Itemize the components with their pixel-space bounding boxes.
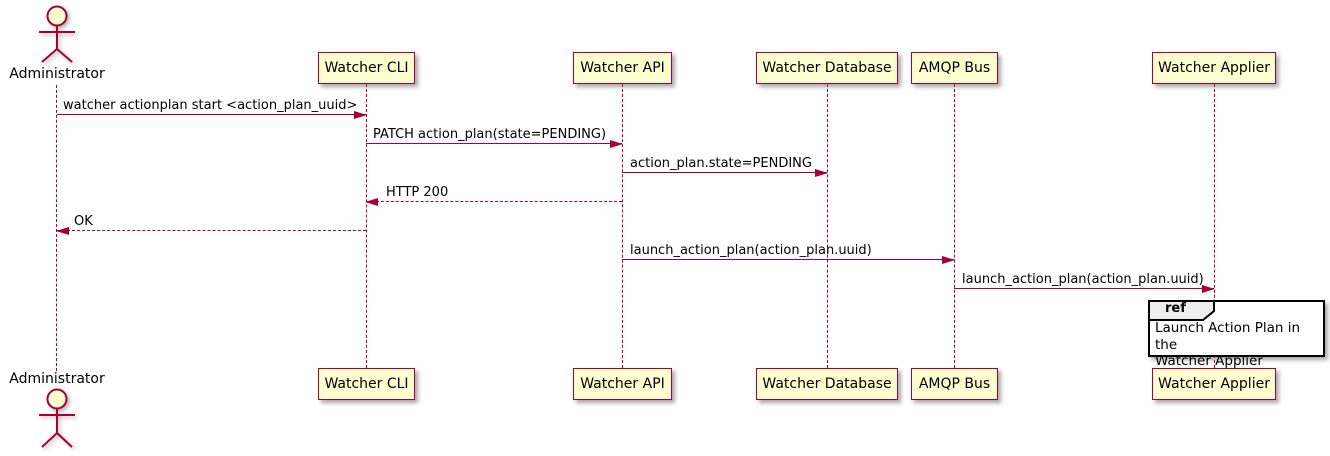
participant-watcher-api-top: Watcher API [573,52,672,84]
message-label: OK [74,213,93,229]
message-launch-action-plan-amqp: launch_action_plan(action_plan.uuid) [954,271,1215,294]
message-line [366,201,622,202]
message-label: launch_action_plan(action_plan.uuid) [630,242,872,258]
message-action-plan-state: action_plan.state=PENDING [622,155,828,178]
participant-watcher-applier-top: Watcher Applier [1152,52,1276,84]
arrowhead-right-icon [942,256,955,265]
participant-label: AMQP Bus [918,376,991,392]
lifeline-watcher-cli [366,84,367,368]
ref-fragment: ref Launch Action Plan in the Watcher Ap… [1148,300,1325,369]
participant-watcher-api-bottom: Watcher API [573,368,672,400]
participant-label: AMQP Bus [918,60,991,76]
participant-label: Watcher CLI [324,60,409,76]
lifeline-amqp-bus [954,84,955,368]
participant-watcher-database-bottom: Watcher Database [756,368,898,400]
lifeline-watcher-applier [1214,84,1215,368]
message-line [57,230,366,231]
actor-label-administrator-bottom: Administrator [9,371,105,387]
arrowhead-right-icon [815,169,828,178]
participant-watcher-cli-bottom: Watcher CLI [318,368,415,400]
participant-label: Watcher Database [762,376,892,392]
participant-amqp-bus-top: AMQP Bus [911,52,998,84]
participant-label: Watcher CLI [324,376,409,392]
message-patch-action-plan: PATCH action_plan(state=PENDING) [366,126,623,149]
message-line [954,288,1214,289]
ref-pentagon-icon [1148,300,1215,321]
actor-figure-icon [39,5,75,63]
arrowhead-right-icon [1202,285,1215,294]
participant-watcher-applier-bottom: Watcher Applier [1152,368,1276,400]
participant-label: Watcher Database [762,60,892,76]
message-ok: OK [56,213,366,236]
arrowhead-left-icon [56,227,69,236]
ref-text-line: Watcher Applier [1155,353,1263,369]
lifeline-watcher-database [827,84,828,368]
message-label: PATCH action_plan(state=PENDING) [373,126,607,142]
message-label: watcher actionplan start <action_plan_uu… [63,97,358,113]
arrowhead-right-icon [354,111,367,120]
actor-label-administrator-top: Administrator [9,66,105,82]
message-line [366,143,622,144]
participant-watcher-database-top: Watcher Database [756,52,898,84]
lifeline-watcher-api [622,84,623,368]
message-line [622,172,827,173]
arrowhead-left-icon [365,198,378,207]
participant-watcher-cli-top: Watcher CLI [318,52,415,84]
participant-label: Watcher Applier [1158,376,1270,392]
participant-amqp-bus-bottom: AMQP Bus [911,368,998,400]
actor-administrator-top [33,4,81,64]
message-label: launch_action_plan(action_plan.uuid) [962,271,1204,287]
ref-text-line: Launch Action Plan in the [1155,320,1301,353]
ref-text: Launch Action Plan in the Watcher Applie… [1155,320,1320,370]
message-label: HTTP 200 [386,184,449,200]
message-line [57,114,366,115]
participant-label: Watcher API [580,60,665,76]
arrowhead-right-icon [610,140,623,149]
message-http-200: HTTP 200 [365,184,622,207]
message-launch-action-plan-api: launch_action_plan(action_plan.uuid) [622,242,955,265]
actor-administrator-bottom [33,387,81,451]
participant-label: Watcher Applier [1158,60,1270,76]
actor-figure-icon [39,388,75,448]
message-label: action_plan.state=PENDING [630,155,812,171]
message-line [622,259,954,260]
participant-label: Watcher API [580,376,665,392]
ref-keyword-tab: ref [1148,300,1218,322]
message-actionplan-start: watcher actionplan start <action_plan_uu… [57,97,367,120]
ref-keyword: ref [1165,301,1186,316]
